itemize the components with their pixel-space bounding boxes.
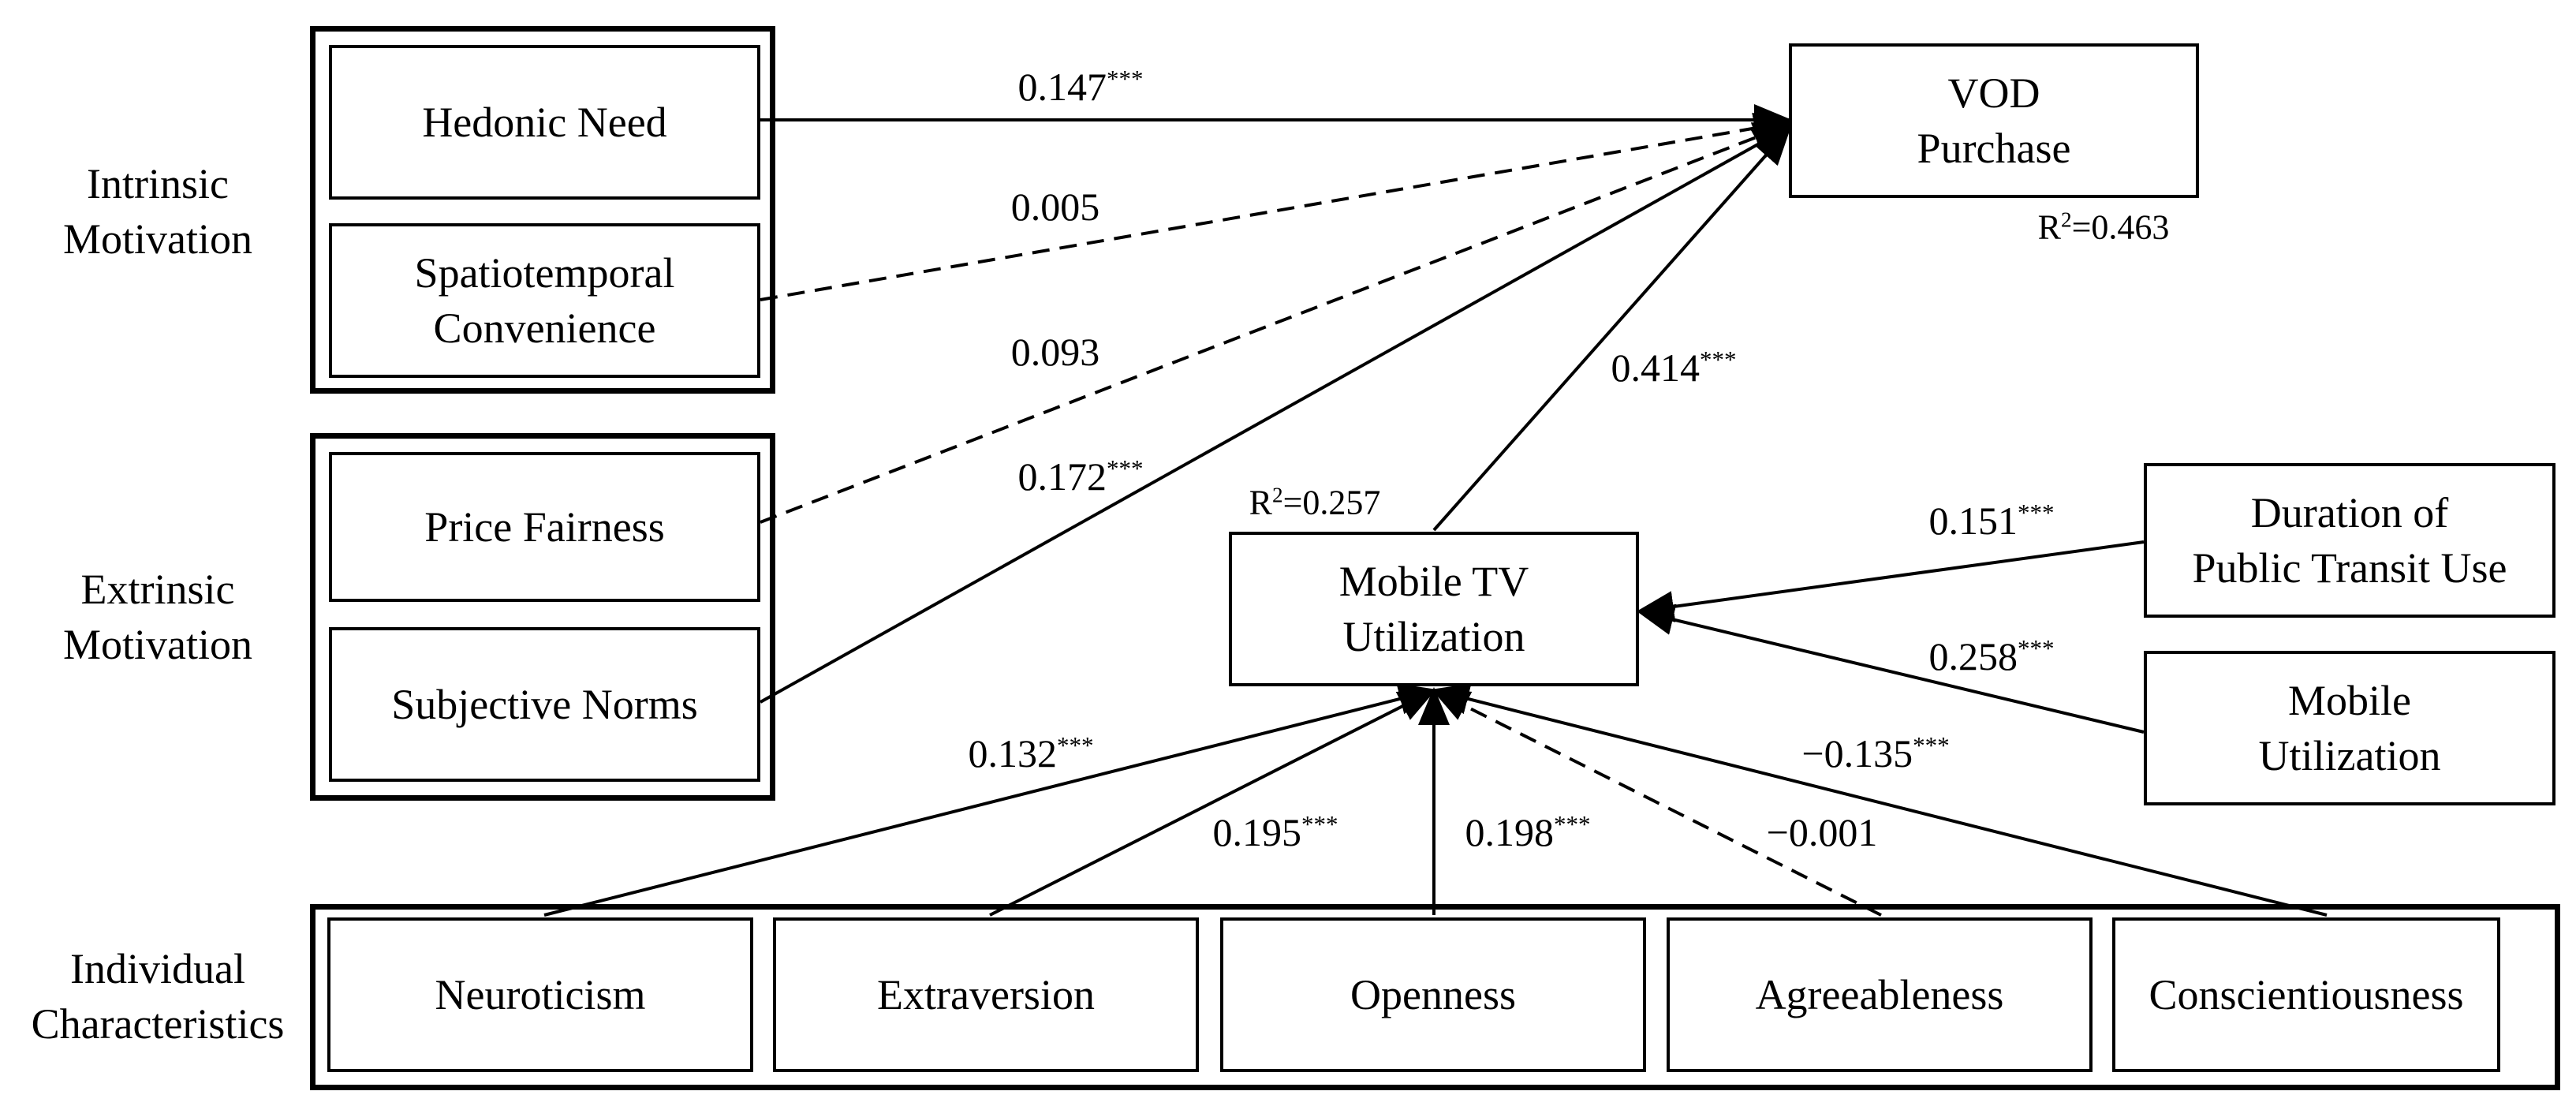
- price-fairness-box: Price Fairness: [329, 452, 760, 602]
- path-mtv-to-vod: [1432, 127, 1791, 532]
- coef-hedonic-to-vod: 0.147***: [1017, 64, 1144, 109]
- intrinsic-motivation-group: [310, 26, 775, 394]
- path-agree-to-mtv: [1431, 689, 1882, 917]
- path-price-to-vod: [760, 122, 1792, 524]
- agreeableness-box: Agreeableness: [1667, 917, 2093, 1072]
- vod-purchase-r-squared: R2=0.463: [2037, 207, 2170, 247]
- vod-purchase-box: VOD Purchase: [1789, 43, 2199, 198]
- openness-box: Openness: [1220, 917, 1646, 1072]
- path-transit-to-mtv: [1636, 540, 2145, 622]
- duration-public-transit-box: Duration of Public Transit Use: [2144, 463, 2555, 618]
- coef-open-to-mtv: 0.198***: [1465, 809, 1591, 854]
- coef-mtv-to-vod: 0.414***: [1611, 345, 1737, 390]
- coef-spatio-to-vod: 0.005: [1010, 185, 1100, 229]
- subjective-norms-box: Subjective Norms: [329, 627, 760, 782]
- mobile-tv-utilization-box: Mobile TV Utilization: [1229, 532, 1639, 686]
- path-consc-to-mtv: [1431, 683, 2328, 917]
- coef-norms-to-vod: 0.172***: [1017, 454, 1144, 499]
- individual-characteristics-label: Individual Characteristics: [31, 944, 285, 1048]
- coef-consc-to-mtv: −0.135***: [1801, 730, 1950, 775]
- intrinsic-motivation-label: Intrinsic Motivation: [63, 159, 252, 263]
- path-norms-to-vod: [760, 125, 1792, 704]
- mobile-utilization-box: Mobile Utilization: [2144, 651, 2555, 805]
- coef-mobile-to-mtv: 0.258***: [1928, 633, 2055, 678]
- hedonic-need-box: Hedonic Need: [329, 45, 760, 200]
- neuroticism-box: Neuroticism: [327, 917, 753, 1072]
- extrinsic-motivation-group: [310, 433, 775, 801]
- path-mobile-to-mtv: [1636, 603, 2145, 734]
- spatiotemporal-convenience-box: Spatiotemporal Convenience: [329, 223, 760, 378]
- path-spatio-to-vod: [760, 112, 1792, 301]
- extrinsic-motivation-label: Extrinsic Motivation: [63, 565, 252, 668]
- coef-price-to-vod: 0.093: [1010, 330, 1100, 374]
- path-extra-to-mtv: [989, 689, 1437, 917]
- conscientiousness-box: Conscientiousness: [2112, 917, 2500, 1072]
- coef-transit-to-mtv: 0.151***: [1928, 498, 2055, 543]
- extraversion-box: Extraversion: [773, 917, 1199, 1072]
- coef-agree-to-mtv: −0.001: [1766, 810, 1878, 854]
- coef-extra-to-mtv: 0.195***: [1212, 809, 1338, 854]
- coef-neuro-to-mtv: 0.132***: [968, 730, 1094, 775]
- path-neuro-to-mtv: [543, 683, 1437, 917]
- mobile-tv-r-squared: R2=0.257: [1249, 483, 1381, 522]
